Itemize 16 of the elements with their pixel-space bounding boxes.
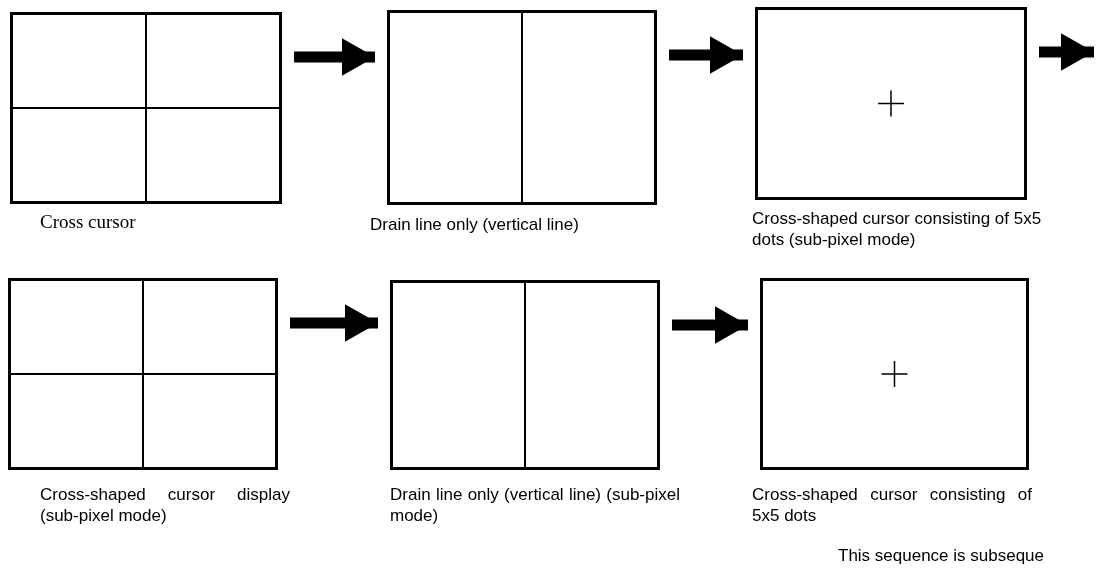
block-arrow (672, 306, 748, 344)
node-label: Cross cursor (40, 210, 137, 234)
block-arrow (669, 36, 743, 74)
node-label: Drain line only (vertical line) (370, 214, 580, 236)
screen-frame (760, 278, 1029, 470)
block-arrow (1039, 33, 1094, 71)
note-text: This sequence is subseque (838, 546, 1045, 566)
node-label: Cross-shaped cursor consisting of 5x5 dots (sub-pixel mode) (752, 208, 1043, 251)
screen-frame (387, 10, 657, 205)
node-label: Drain line only (vertical line) (sub-pixel mode) (390, 484, 680, 527)
node-label: Cross-shaped cursor consisting of 5x5 dots (752, 484, 1032, 527)
screen-frame (390, 280, 660, 470)
node-label: Cross-shaped cursor display (sub-pixel mode) (40, 484, 290, 527)
block-arrow (290, 304, 378, 342)
block-arrow (294, 38, 375, 76)
screen-frame (755, 7, 1027, 200)
